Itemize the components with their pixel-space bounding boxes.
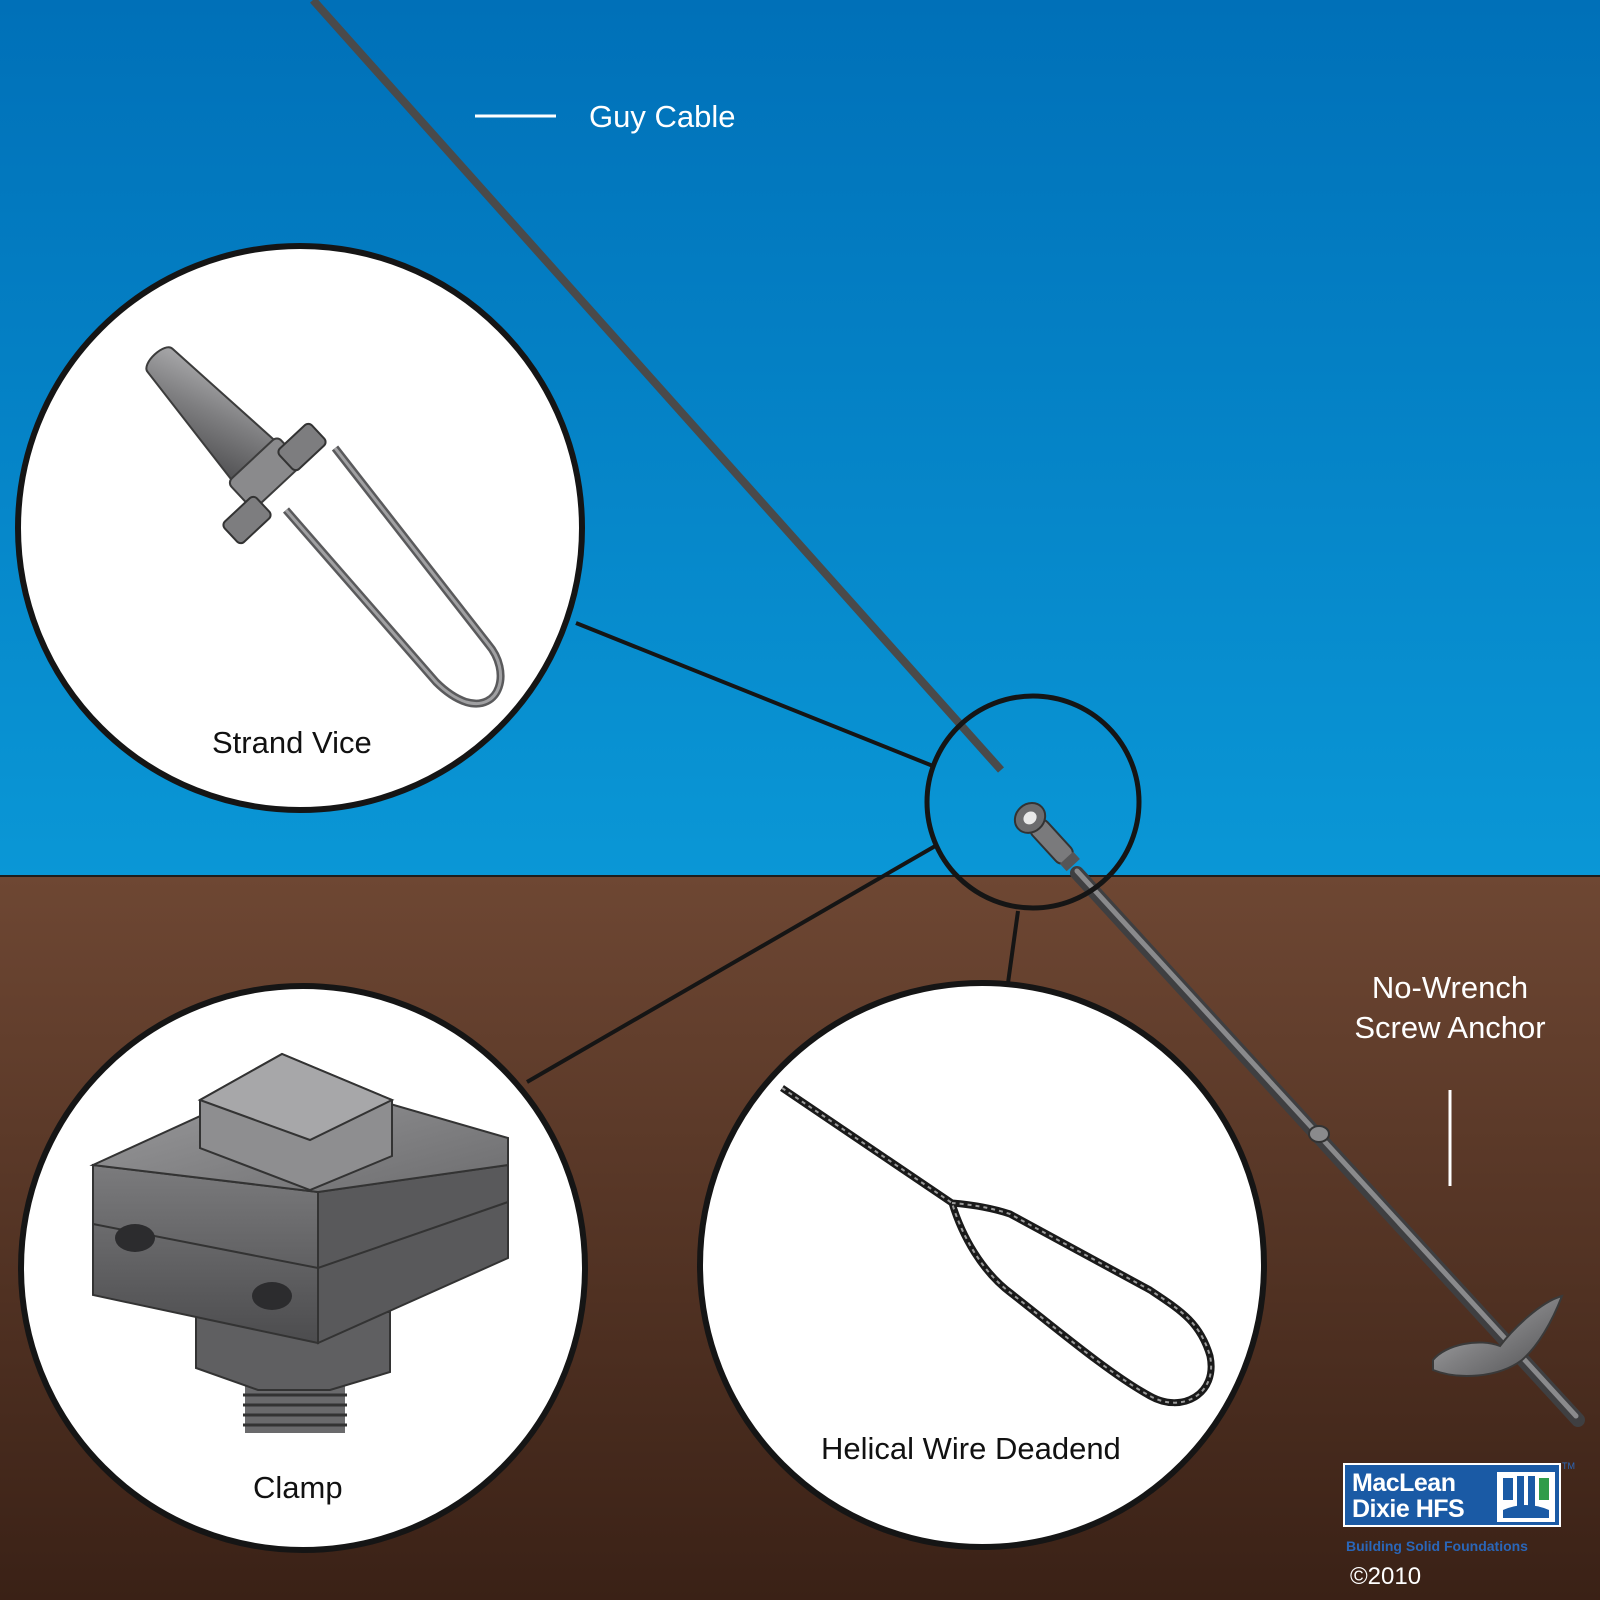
- screw-anchor-label: No-Wrench Screw Anchor: [1340, 972, 1560, 1043]
- leader-strand-vice: [575, 621, 934, 768]
- screw-anchor-label-line1: No-Wrench: [1371, 970, 1529, 1005]
- clamp-callout: [18, 983, 588, 1553]
- brand-emblem-icon: [1497, 1472, 1555, 1522]
- leader-helical-deadend: [1006, 910, 1020, 984]
- brand-wordmark: MacLean Dixie HFS: [1352, 1469, 1465, 1523]
- brand-name-line2: Dixie HFS: [1352, 1495, 1465, 1523]
- strand-vice-callout: [15, 243, 585, 813]
- helical-deadend-callout: [697, 980, 1267, 1550]
- copyright: ©2010: [1350, 1563, 1422, 1590]
- screw-anchor: [1013, 801, 1585, 1427]
- attachment-point-circle: [924, 693, 1142, 911]
- guy-cable: [310, 0, 1004, 773]
- leader-clamp: [525, 843, 939, 1084]
- trademark-mark: TM: [1562, 1461, 1575, 1471]
- guy-cable-label: Guy Cable: [589, 99, 736, 134]
- helical-deadend-label: Helical Wire Deadend: [821, 1431, 1121, 1466]
- strand-vice-label: Strand Vice: [212, 725, 372, 760]
- screw-anchor-label-line2: Screw Anchor: [1354, 1010, 1546, 1045]
- brand-logo: MacLean Dixie HFS TM: [1343, 1461, 1575, 1527]
- brand-tagline: Building Solid Foundations: [1346, 1538, 1528, 1554]
- clamp-label: Clamp: [253, 1470, 343, 1505]
- brand-name-line1: MacLean: [1352, 1469, 1456, 1497]
